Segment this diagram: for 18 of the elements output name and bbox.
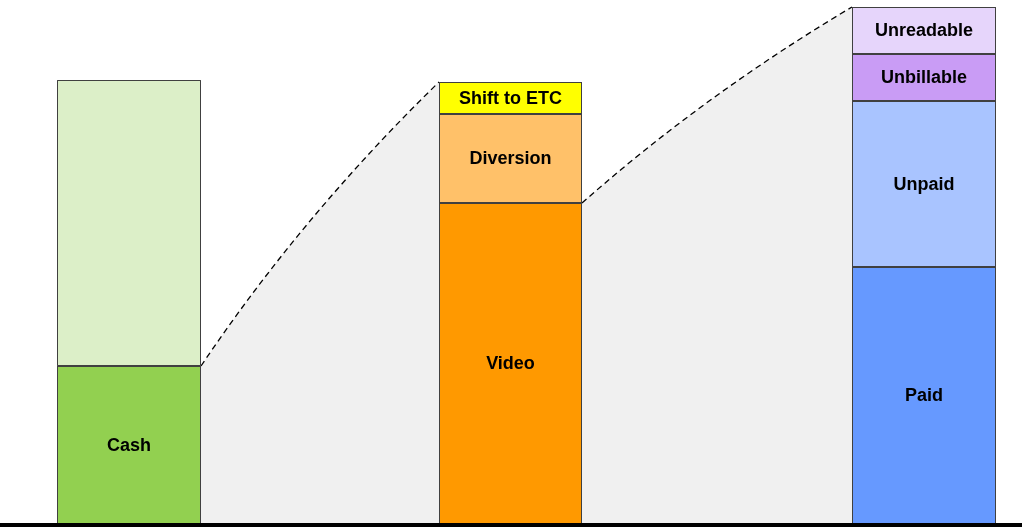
segment-label: Diversion	[469, 147, 552, 170]
segment-label: Shift to ETC	[459, 86, 562, 110]
bar-segment	[439, 114, 582, 203]
dashed-connector-line	[200, 81, 440, 367]
segment-label: Unbillable	[881, 66, 967, 89]
segment-label: Unpaid	[893, 172, 955, 196]
segment-label: Video	[486, 352, 535, 375]
bar-segment	[852, 54, 996, 101]
segment-label: Cash	[107, 433, 151, 457]
bar-segment	[852, 7, 996, 54]
segment-label: Paid	[905, 384, 943, 407]
bar-segment	[57, 366, 201, 524]
dashed-connector-line	[581, 6, 853, 204]
segment-label: Unreadable	[874, 19, 973, 42]
stacked-bar	[57, 80, 201, 524]
bar-segment	[439, 82, 582, 114]
bar-segment	[852, 101, 996, 267]
bar-segment	[57, 80, 201, 366]
